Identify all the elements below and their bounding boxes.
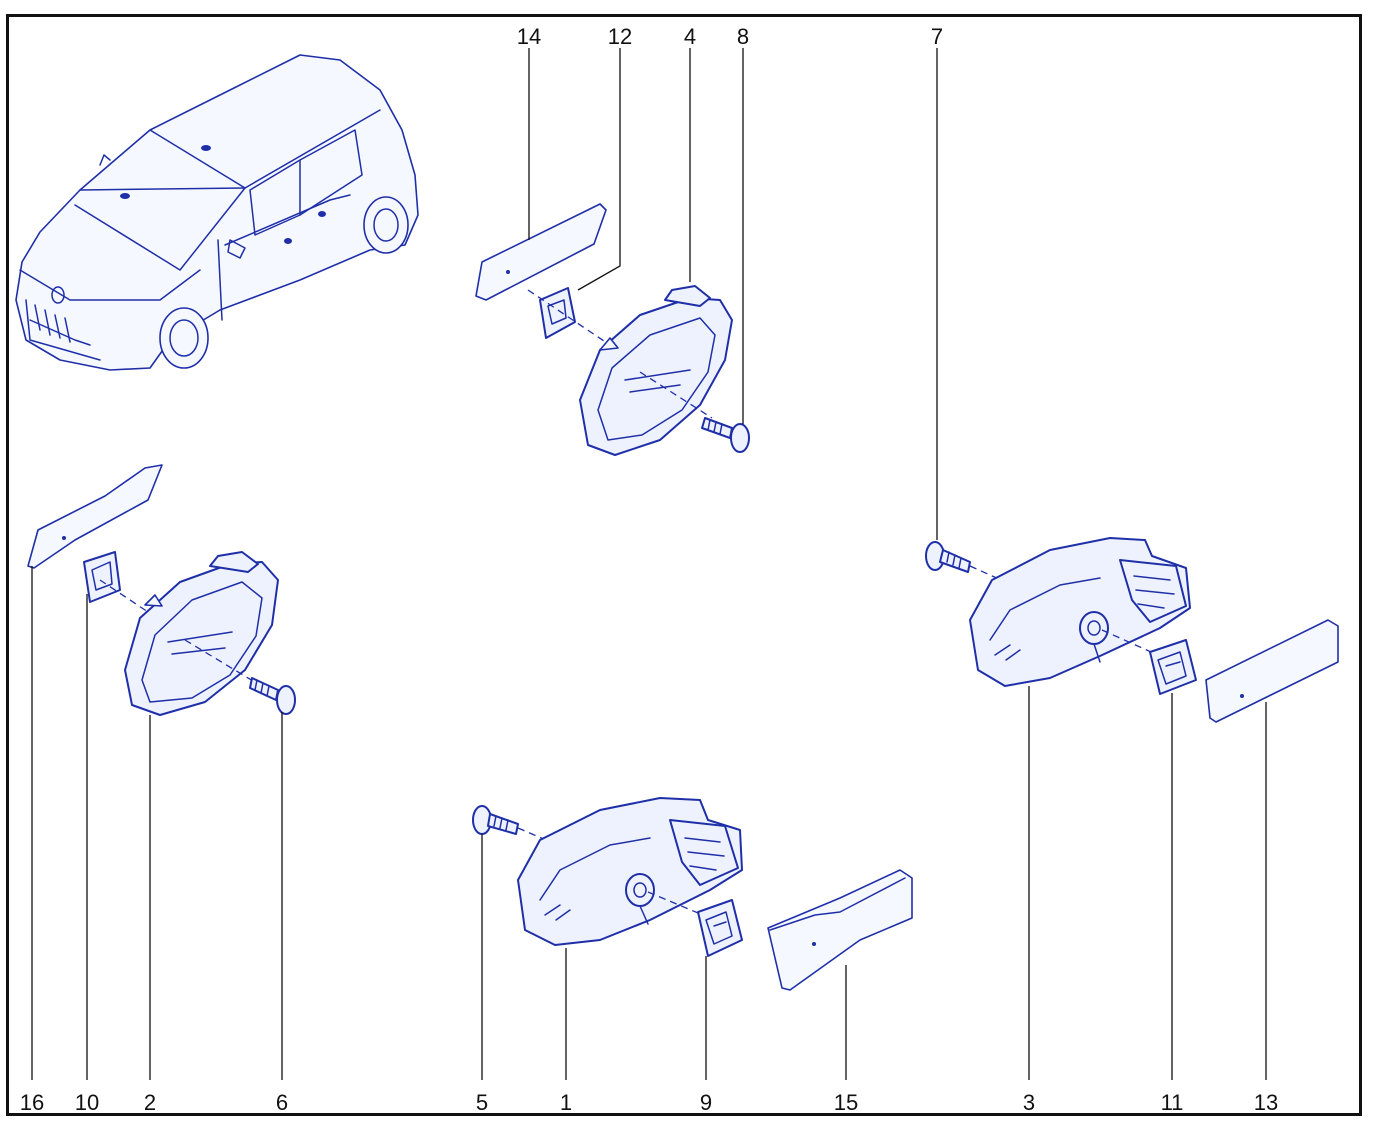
callout-13: 13	[1254, 1090, 1278, 1115]
insulation-pad-14	[475, 203, 607, 301]
clip-10	[83, 551, 121, 603]
callout-3: 3	[1023, 1090, 1035, 1115]
exterior-handle-1	[517, 797, 743, 946]
callout-9: 9	[700, 1090, 712, 1115]
interior-handle-4	[579, 285, 733, 456]
callout-15: 15	[834, 1090, 858, 1115]
callout-10: 10	[75, 1090, 99, 1115]
callout-11: 11	[1161, 1090, 1184, 1115]
callout-16: 16	[20, 1090, 44, 1115]
callout-5: 5	[476, 1090, 488, 1115]
clip-11	[1149, 639, 1197, 695]
screw-6	[249, 677, 296, 715]
insulation-pad-16	[27, 464, 163, 569]
callout-2: 2	[144, 1090, 156, 1115]
exterior-handle-3	[969, 537, 1191, 687]
callout-7: 7	[931, 24, 943, 49]
callout-1: 1	[560, 1090, 572, 1115]
callout-12: 12	[608, 24, 632, 49]
car-illustration	[15, 54, 419, 371]
callout-8: 8	[737, 24, 749, 49]
clip-12	[539, 287, 576, 339]
diagram-frame	[6, 14, 1362, 1116]
callout-numbers: 14 12 4 8 7 16 10 2 6 5 1 9 15 3 11 13	[20, 24, 1278, 1115]
screw-7	[925, 541, 971, 573]
screw-5	[472, 805, 519, 835]
callout-14: 14	[517, 24, 541, 49]
screw-8	[701, 417, 750, 453]
callout-4: 4	[684, 24, 696, 49]
callout-6: 6	[276, 1090, 288, 1115]
insulation-pad-15	[767, 869, 913, 991]
interior-handle-2	[124, 551, 279, 716]
leader-lines	[31, 48, 1267, 1080]
insulation-pad-13	[1205, 619, 1339, 723]
clip-9	[697, 899, 743, 957]
